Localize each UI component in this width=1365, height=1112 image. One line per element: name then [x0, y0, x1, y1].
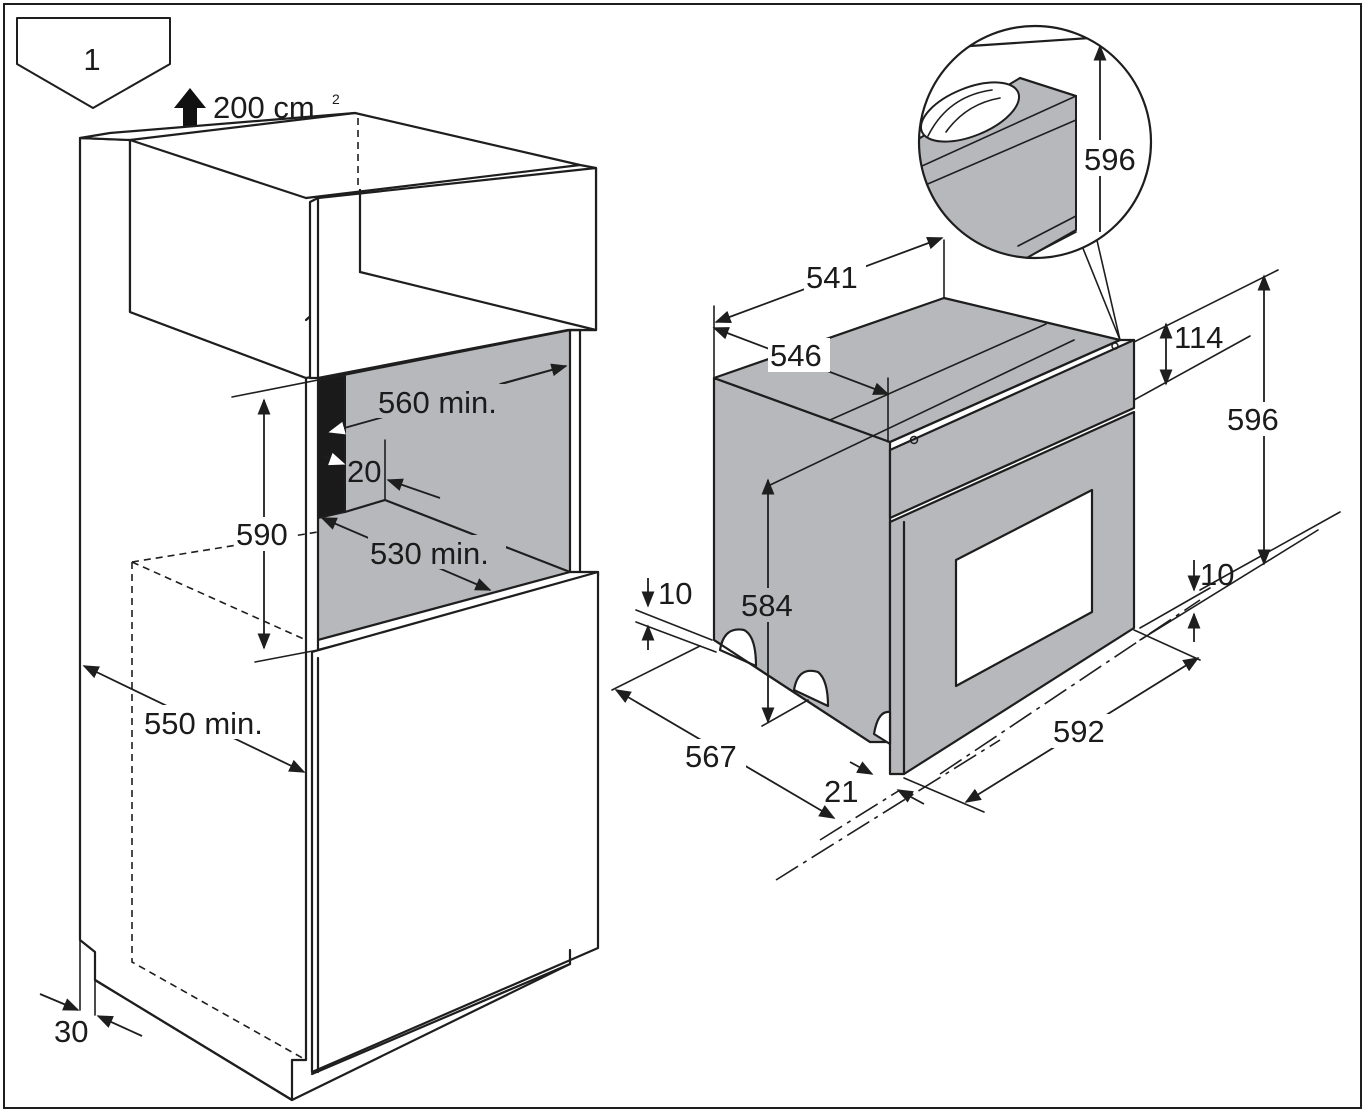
label-width: 592 [1053, 714, 1105, 749]
ventilation-unit-superscript: 2 [332, 91, 340, 107]
label-plinth: 30 [54, 1014, 88, 1049]
cable-hole [919, 81, 1021, 143]
label-clearance: 20 [347, 454, 381, 489]
label-height: 590 [236, 517, 288, 552]
appliance-foot [718, 628, 758, 668]
upper-front-frame [308, 166, 598, 380]
label-side-depth: 567 [685, 739, 737, 774]
label-foot-gap-left: 10 [658, 576, 692, 611]
up-arrow-icon [174, 88, 206, 128]
ventilation-slot [317, 374, 346, 520]
label-width-min: 560 min. [378, 385, 497, 420]
cabinet-drawing [78, 111, 600, 1102]
label-panel-height: 114 [1174, 320, 1223, 355]
page-frame [3, 3, 1362, 1109]
label-foot-gap-right: 10 [1200, 557, 1234, 592]
label-depth-body: 546 [770, 338, 822, 373]
figure-number: 1 [83, 42, 100, 77]
lower-cabinet-door [310, 570, 600, 1074]
label-depth-min: 530 min. [370, 536, 489, 571]
knob-icon [909, 435, 919, 445]
label-body-height: 584 [741, 588, 793, 623]
oven-window [954, 488, 1094, 688]
appliance-foot [872, 710, 892, 746]
figure-number-badge: 1 [16, 17, 171, 109]
label-cabinet-depth-min: 550 min. [144, 706, 263, 741]
label-depth-top: 541 [806, 260, 858, 295]
appliance-labels: 541 546 114 596 584 10 10 567 21 592 [658, 260, 1287, 809]
control-panel [888, 338, 1136, 520]
label-total-height: 596 [1227, 402, 1279, 437]
knob-icon [1111, 342, 1119, 350]
appliance-drawing [712, 296, 1136, 776]
cabinet-labels: 560 min. 590 20 530 min. 550 min. 30 [54, 384, 516, 1049]
detail-magnifier: 596 [917, 24, 1153, 260]
label-door-thickness: 21 [824, 774, 858, 809]
label-detail-height: 596 [1084, 142, 1136, 177]
